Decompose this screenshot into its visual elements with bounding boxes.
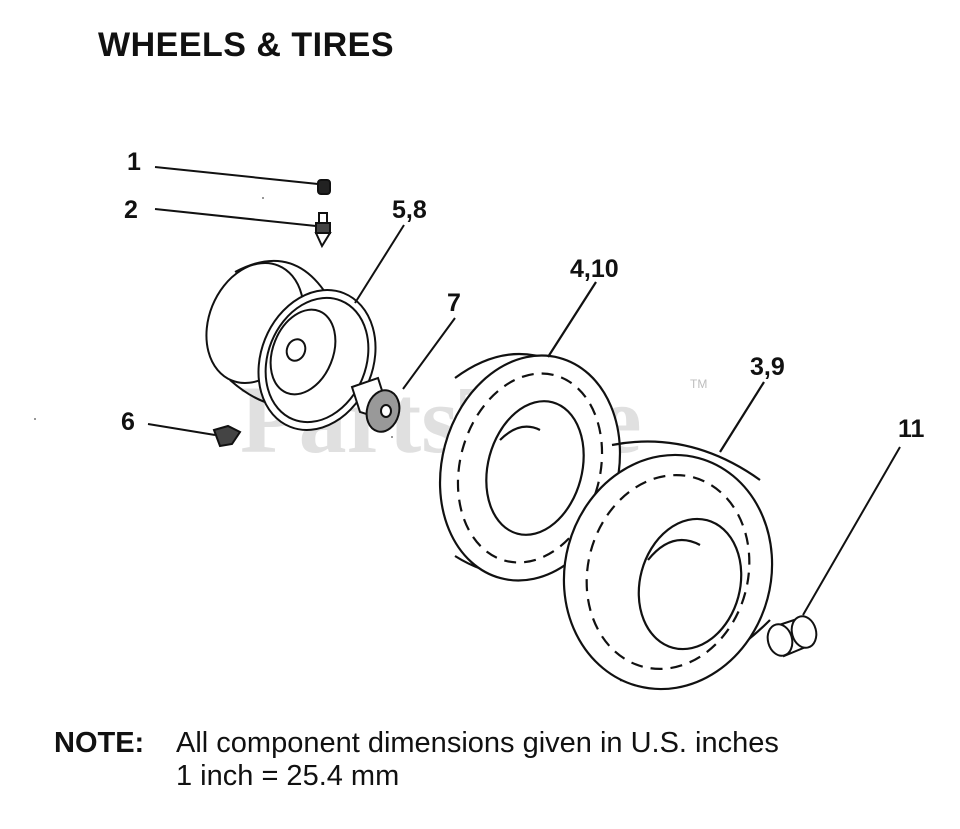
dimensions-note: NOTE: All component dimensions given in U… — [54, 727, 779, 793]
valve-cap-part[interactable]: 1 — [127, 148, 331, 195]
note-line-1: All component dimensions given in U.S. i… — [176, 727, 779, 759]
wheel-rim-part[interactable]: 5,8 — [189, 196, 427, 448]
bearing-part[interactable]: 11 — [764, 415, 925, 659]
scan-speck — [34, 418, 36, 420]
watermark-tm: TM — [690, 377, 707, 391]
note-line-2: 1 inch = 25.4 mm — [176, 760, 400, 792]
callout-3-9: 3,9 — [750, 353, 785, 381]
callout-11: 11 — [898, 415, 925, 443]
callout-5-8: 5,8 — [392, 196, 427, 224]
callout-2: 2 — [124, 196, 138, 224]
bushing-part[interactable]: 7 — [350, 289, 461, 435]
grease-fitting-part[interactable]: 6 — [121, 408, 242, 448]
note-label: NOTE: — [54, 727, 145, 759]
callout-1: 1 — [127, 148, 141, 176]
valve-stem-part[interactable]: 2 — [124, 196, 332, 249]
callout-7: 7 — [447, 289, 461, 317]
rear-tire-part[interactable]: 3,9 — [538, 353, 798, 713]
page-title: WHEELS & TIRES — [98, 26, 395, 64]
callout-6: 6 — [121, 408, 135, 436]
scan-speck — [391, 436, 393, 438]
callout-4-10: 4,10 — [570, 255, 619, 283]
scan-speck — [262, 197, 264, 199]
